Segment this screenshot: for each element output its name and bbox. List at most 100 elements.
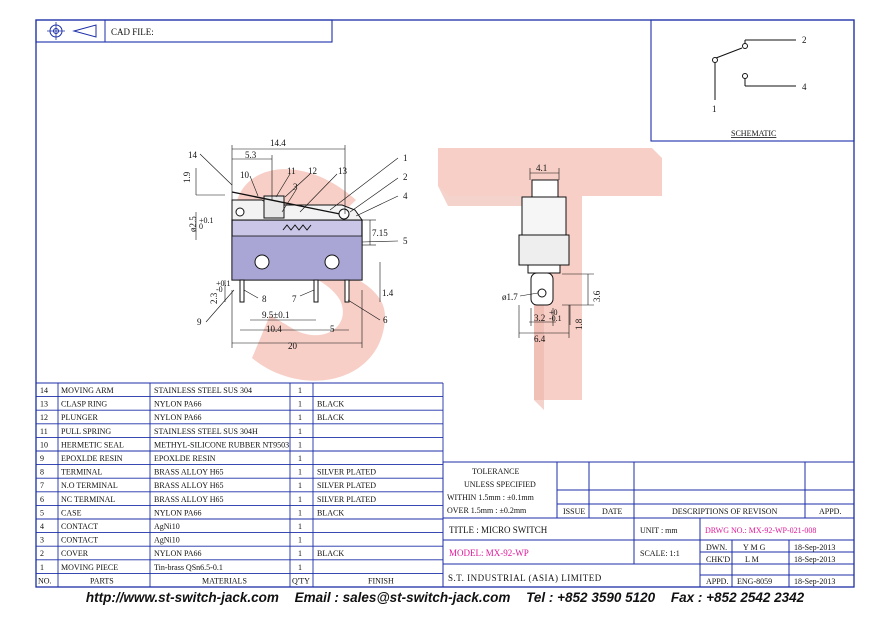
bom-cell-material: BRASS ALLOY H65 xyxy=(154,495,224,504)
chk-label: CHK'D xyxy=(706,555,730,564)
bom-cell-part: PLUNGER xyxy=(61,413,99,422)
dwn-value: Y M G xyxy=(743,543,766,552)
email-text[interactable]: Email : sales@st-switch-jack.com xyxy=(294,590,511,605)
bom-cell-no: 5 xyxy=(40,508,44,517)
schematic-panel: 1 2 4 SCHEMATIC xyxy=(650,19,855,142)
dim-2-3-tol-up: +0.1 xyxy=(216,279,231,288)
callout-6: 6 xyxy=(383,315,388,325)
tolerance-within: WITHIN 1.5mm : ±0.1mm xyxy=(447,493,535,502)
bom-header-parts: PARTS xyxy=(90,576,114,585)
revision-desc-header: DESCRIPTIONS OF REVISON xyxy=(672,507,778,516)
dim-dia-2-5: ø2.5 xyxy=(188,216,198,232)
fax-text: Fax : +852 2542 2342 xyxy=(670,590,805,605)
title-block: TITLE : MICRO SWITCH UNIT : mm DRWG NO.:… xyxy=(442,517,855,588)
drwg-number: DRWG NO.: MX-92-WP-021-008 xyxy=(705,526,816,535)
end-dim-3-2-tol-up: +0 xyxy=(549,308,558,317)
end-dim-1-8: 1.8 xyxy=(574,318,584,330)
end-dim-3-2: 3.2 xyxy=(534,313,545,323)
bom-cell-material: NYLON PA66 xyxy=(154,400,202,409)
bom-cell-part: CASE xyxy=(61,508,82,517)
end-dim-3-6: 3.6 xyxy=(592,290,602,302)
bom-cell-part: CONTACT xyxy=(61,536,98,545)
bom-cell-material: BRASS ALLOY H65 xyxy=(154,468,224,477)
schematic-pin-1: 1 xyxy=(712,104,717,114)
callout-2: 2 xyxy=(403,172,408,182)
bom-cell-no: 3 xyxy=(40,536,44,545)
appd-value: ENG-8059 xyxy=(737,577,772,586)
bom-cell-material: EPOXLDE RESIN xyxy=(154,454,216,463)
bom-cell-material: NYLON PA66 xyxy=(154,549,202,558)
bom-cell-qty: 1 xyxy=(298,454,302,463)
bom-cell-qty: 1 xyxy=(298,468,302,477)
appd-date: 18-Sep-2013 xyxy=(794,577,835,586)
revision-appd-header: APPD. xyxy=(819,507,841,516)
website-link[interactable]: http://www.st-switch-jack.com xyxy=(85,590,279,605)
bom-cell-qty: 1 xyxy=(298,400,302,409)
bom-cell-part: TERMINAL xyxy=(61,468,102,477)
bom-header-materials: MATERIALS xyxy=(202,576,247,585)
bom-cell-material: Tin-brass QSn6.5-0.1 xyxy=(154,563,223,572)
bom-cell-part: EPOXLDE RESIN xyxy=(61,454,123,463)
callout-11: 11 xyxy=(287,166,296,176)
cad-file-label: CAD FILE: xyxy=(111,27,154,37)
end-dim-dia-1-7: ø1.7 xyxy=(502,292,518,302)
callout-9: 9 xyxy=(197,317,202,327)
tel-text: Tel : +852 3590 5120 xyxy=(526,590,656,605)
callout-12: 12 xyxy=(308,166,317,176)
contact-footer: http://www.st-switch-jack.com Email : sa… xyxy=(0,590,890,618)
bom-cell-material: METHYL-SILICONE RUBBER NT9503 xyxy=(154,440,289,449)
end-dim-3-2-tol-low: -0.1 xyxy=(549,314,562,323)
bom-cell-no: 1 xyxy=(40,563,44,572)
appd-label: APPD. xyxy=(706,577,728,586)
bom-cell-no: 11 xyxy=(40,427,48,436)
schematic-pin-4: 4 xyxy=(802,82,807,92)
dim-5-3: 5.3 xyxy=(245,150,257,160)
callout-14: 14 xyxy=(188,150,198,160)
dim-9-5: 9.5±0.1 xyxy=(262,310,289,320)
bom-cell-qty: 1 xyxy=(298,386,302,395)
bom-cell-no: 7 xyxy=(40,481,44,490)
bom-cell-finish: SILVER PLATED xyxy=(317,481,376,490)
dim-1-9: 1.9 xyxy=(182,171,192,183)
bom-cell-part: COVER xyxy=(61,549,89,558)
tolerance-over: OVER 1.5mm : ±0.2mm xyxy=(447,506,527,515)
end-dim-4-1: 4.1 xyxy=(536,163,547,173)
bom-cell-no: 14 xyxy=(40,386,48,395)
bom-cell-finish: BLACK xyxy=(317,400,344,409)
callout-1: 1 xyxy=(403,153,408,163)
end-view: 4.1 ø1.7 3.6 3.2 +0 -0.1 1.8 6.4 xyxy=(502,163,602,344)
bom-cell-no: 13 xyxy=(40,400,48,409)
callout-4: 4 xyxy=(403,191,408,201)
bom-cell-no: 4 xyxy=(40,522,44,531)
dim-20: 20 xyxy=(288,341,298,351)
bom-cell-part: CONTACT xyxy=(61,522,98,531)
bom-cell-part: CLASP RING xyxy=(61,400,107,409)
bom-cell-no: 12 xyxy=(40,413,48,422)
revision-issue-header: ISSUE xyxy=(563,507,585,516)
dim-2-3-tol-low: -0 xyxy=(216,285,223,294)
bom-header-finish: FINISH xyxy=(368,576,394,585)
bom-cell-qty: 1 xyxy=(298,563,302,572)
end-dim-6-4: 6.4 xyxy=(534,334,546,344)
chk-value: L M xyxy=(745,555,759,564)
bom-cell-no: 8 xyxy=(40,468,44,477)
bom-cell-no: 6 xyxy=(40,495,44,504)
dim-10-4: 10.4 xyxy=(266,324,282,334)
title-text: TITLE : MICRO SWITCH xyxy=(449,525,548,535)
unit-text: UNIT : mm xyxy=(640,526,678,535)
callout-13: 13 xyxy=(338,166,348,176)
dim-dia-2-5-tol-low: 0 xyxy=(199,222,203,231)
bom-cell-material: AgNi10 xyxy=(154,522,180,531)
bom-cell-qty: 1 xyxy=(298,413,302,422)
dim-dia-2-5-tol-up: +0.1 xyxy=(199,216,214,225)
bom-cell-qty: 1 xyxy=(298,481,302,490)
bom-cell-no: 9 xyxy=(40,454,44,463)
tolerance-title: TOLERANCE xyxy=(472,467,520,476)
bom-cell-finish: BLACK xyxy=(317,413,344,422)
dim-2-3: 2.3 xyxy=(209,292,219,304)
sheet-border xyxy=(35,19,855,588)
bom-cell-part: MOVING PIECE xyxy=(61,563,118,572)
bom-cell-finish: SILVER PLATED xyxy=(317,468,376,477)
bom-cell-finish: BLACK xyxy=(317,549,344,558)
